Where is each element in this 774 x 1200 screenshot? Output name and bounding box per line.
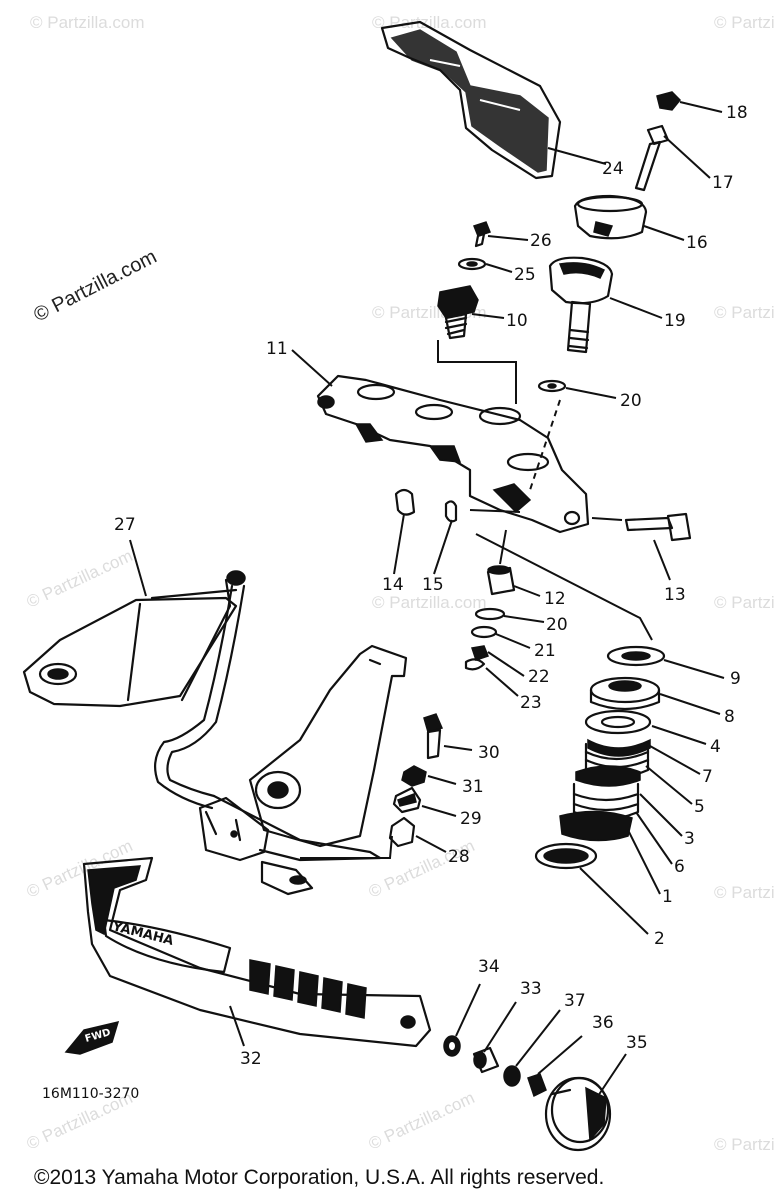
- callout-8: 8: [724, 707, 735, 727]
- callout-32: 32: [240, 1049, 262, 1069]
- callout-20-lower: 20: [546, 615, 568, 635]
- callout-28: 28: [448, 847, 470, 867]
- part-25-washer: [457, 257, 487, 271]
- callout-16: 16: [686, 233, 708, 253]
- part-24-handlebar-cover: [380, 20, 562, 180]
- callout-9: 9: [730, 669, 741, 689]
- watermark: © Partzilla.com: [714, 883, 774, 902]
- part-28-bushing: [388, 816, 416, 848]
- right-bracket-arm: [248, 644, 408, 848]
- part-32-guard-panel: YAMAHA: [82, 856, 432, 1048]
- callout-18: 18: [726, 103, 748, 123]
- callout-4: 4: [710, 737, 721, 757]
- watermark: © Partzilla.com: [24, 546, 136, 612]
- callout-20-upper: 20: [620, 391, 642, 411]
- part-36-nut: [527, 1073, 547, 1098]
- callout-19: 19: [664, 311, 686, 331]
- part-31-nut: [401, 765, 427, 787]
- part-29-damper: [392, 786, 422, 814]
- callout-7: 7: [702, 767, 713, 787]
- part-26-bolt: [473, 221, 491, 248]
- diagram-code: 16M110-3270: [42, 1086, 139, 1102]
- watermark: © Partzilla.com: [366, 1088, 478, 1154]
- callout-labels: 18 17 24 16 26 25 10 19 20 11 13 14 15 1…: [114, 103, 748, 1069]
- fwd-arrow-icon: FWD: [64, 1020, 120, 1055]
- callout-36: 36: [592, 1013, 614, 1033]
- part-13-bolt: [624, 512, 692, 542]
- part-15-washer: [444, 500, 458, 523]
- callout-15: 15: [422, 575, 444, 595]
- guard-pipe: [153, 584, 382, 862]
- callout-34: 34: [478, 957, 500, 977]
- part-35-reflector: [544, 1076, 612, 1152]
- part-30-bolt: [423, 713, 444, 760]
- watermark: © Partzilla.com: [30, 13, 145, 32]
- watermark: © Partzilla.com: [714, 303, 774, 322]
- small-washers-stack: [464, 607, 506, 671]
- copyright-notice: ©2013 Yamaha Motor Corporation, U.S.A. A…: [34, 1166, 605, 1189]
- callout-31: 31: [462, 777, 484, 797]
- callout-10: 10: [506, 311, 528, 331]
- part-11-upper-bracket: [316, 374, 590, 534]
- leader-lines: [129, 101, 725, 1097]
- steering-bearing-stack: [534, 645, 666, 870]
- callout-21: 21: [534, 641, 556, 661]
- partzilla-watermark: © Partzilla.com: [30, 246, 160, 327]
- watermark: © Partzilla.com: [366, 836, 478, 902]
- callout-3: 3: [684, 829, 695, 849]
- callout-35: 35: [626, 1033, 648, 1053]
- clamp-block: [198, 796, 314, 896]
- callout-12: 12: [544, 589, 566, 609]
- callout-26: 26: [530, 231, 552, 251]
- part-19-holder-lower: [548, 256, 614, 354]
- watermark: © Partzilla.com: [372, 13, 487, 32]
- part-34-washer: [443, 1035, 461, 1057]
- callout-17: 17: [712, 173, 734, 193]
- callout-14: 14: [382, 575, 404, 595]
- part-20-washer-upper: [537, 379, 567, 393]
- part-17-bolt: [634, 124, 670, 192]
- callout-25: 25: [514, 265, 536, 285]
- part-10-bolt: [437, 285, 479, 340]
- part-16-holder-upper: [573, 194, 648, 240]
- callout-6: 6: [674, 857, 685, 877]
- callout-23: 23: [520, 693, 542, 713]
- part-14-collar: [394, 488, 416, 516]
- callout-37: 37: [564, 991, 586, 1011]
- callout-11: 11: [266, 339, 288, 359]
- watermark: © Partzilla.com: [714, 593, 774, 612]
- part-27-bracket: [22, 570, 246, 708]
- callout-5: 5: [694, 797, 705, 817]
- watermark: © Partzilla.com: [714, 13, 774, 32]
- callout-33: 33: [520, 979, 542, 999]
- callout-30: 30: [478, 743, 500, 763]
- part-12-bushing: [486, 565, 516, 596]
- callout-24: 24: [602, 159, 624, 179]
- watermark: © Partzilla.com: [372, 593, 487, 612]
- callout-27: 27: [114, 515, 136, 535]
- callout-29: 29: [460, 809, 482, 829]
- callout-1: 1: [662, 887, 673, 907]
- callout-13: 13: [664, 585, 686, 605]
- part-37-washer: [503, 1065, 521, 1087]
- part-33-collar: [472, 1046, 500, 1074]
- part-18-cap: [656, 91, 682, 111]
- callout-2: 2: [654, 929, 665, 949]
- callout-22: 22: [528, 667, 550, 687]
- watermark: © Partzilla.com: [714, 1135, 774, 1154]
